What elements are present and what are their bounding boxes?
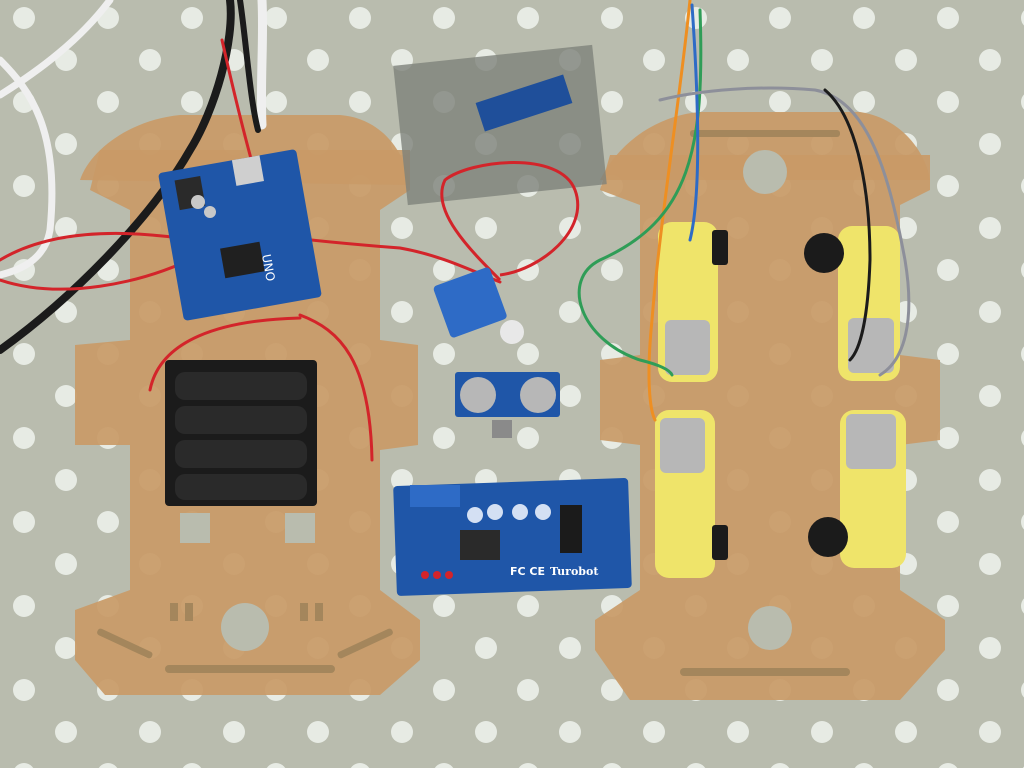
gear-motor-front-right bbox=[804, 226, 900, 381]
gear-motor-rear-right bbox=[808, 410, 906, 568]
battery-holder bbox=[165, 360, 317, 506]
bluetooth-module bbox=[393, 44, 607, 206]
arduino-uno-board: UNO bbox=[158, 149, 322, 321]
arduino-uno-label: UNO bbox=[259, 253, 278, 282]
motor-driver-board: Turobot FC CE bbox=[393, 478, 632, 596]
motor-shield-brand-label: Turobot bbox=[550, 565, 599, 578]
wires-right bbox=[577, 0, 911, 422]
ultrasonic-sensor bbox=[455, 372, 560, 438]
motor-shield-cert-label: FC CE bbox=[510, 565, 545, 578]
servo-motor bbox=[433, 161, 580, 344]
gear-motor-front-left bbox=[658, 222, 728, 382]
gear-motor-rear-left bbox=[655, 410, 728, 578]
